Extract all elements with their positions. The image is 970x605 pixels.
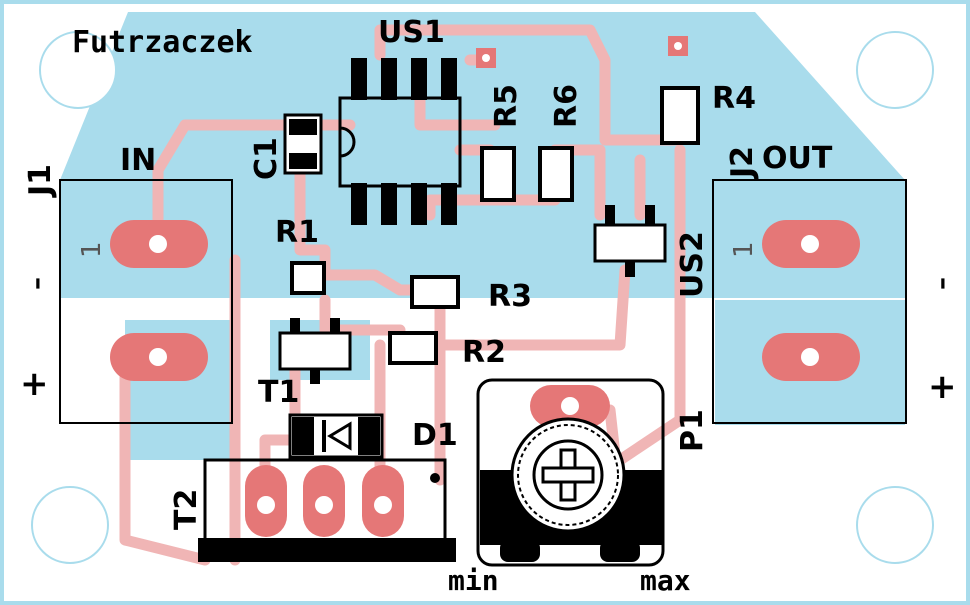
us1-ic: [338, 58, 462, 225]
j1-outline: [59, 179, 233, 424]
label-in: IN: [120, 143, 156, 178]
label-minus-right: –: [927, 277, 957, 290]
label-j2: J2: [725, 146, 760, 180]
us2-sot: [593, 205, 667, 277]
label-p1: P1: [675, 409, 710, 452]
label-r3: R3: [488, 279, 532, 314]
board-name: Futrzaczek: [72, 25, 253, 60]
resistors: [290, 86, 700, 365]
label-t2: T2: [169, 489, 204, 530]
label-r1: R1: [275, 215, 319, 250]
label-r5: R5: [489, 84, 524, 128]
pad-holes: [149, 42, 819, 514]
label-t1: T1: [258, 375, 299, 410]
label-plus-right: +: [928, 367, 957, 407]
label-out: OUT: [762, 141, 833, 176]
mount-hole-bl: [31, 486, 109, 564]
j2-outline: [712, 179, 907, 424]
mount-hole-tr: [856, 31, 934, 109]
c1-capacitor: [283, 113, 323, 175]
mount-hole-tl: [39, 31, 117, 109]
label-plus-left: +: [20, 364, 49, 404]
label-minus-left: –: [22, 277, 52, 290]
label-us2: US2: [675, 231, 710, 298]
label-j1: J1: [23, 164, 58, 198]
label-r4: R4: [712, 81, 756, 116]
t1-transistor: [278, 318, 352, 384]
p1-potentiometer: [476, 378, 665, 567]
label-c1: C1: [249, 137, 284, 180]
label-min: min: [448, 564, 499, 597]
label-us1: US1: [378, 15, 445, 50]
label-r2: R2: [462, 335, 506, 370]
mount-hole-br: [856, 486, 934, 564]
label-max: max: [640, 564, 691, 597]
t2-to220: [198, 458, 456, 562]
label-pin1-right: 1: [729, 241, 759, 258]
label-pin1-left: 1: [77, 241, 107, 258]
label-r6: R6: [549, 84, 584, 128]
label-d1: D1: [412, 418, 458, 453]
d1-diode: [288, 413, 384, 459]
